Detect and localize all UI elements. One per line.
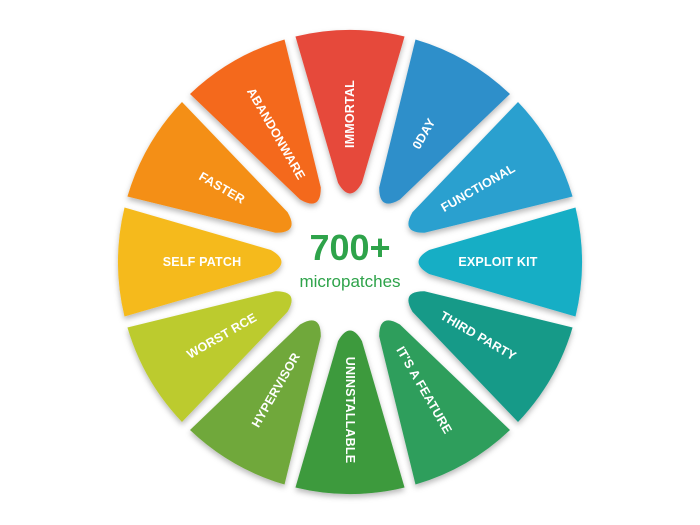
segment-shape — [379, 320, 510, 485]
segment-immortal: IMMORTAL — [295, 30, 405, 194]
segment-shape — [295, 30, 405, 194]
segment-label: UNINSTALLABLE — [343, 357, 357, 464]
segment-label: IMMORTAL — [343, 80, 357, 148]
segment-shape — [408, 102, 573, 233]
segment-self-patch: SELF PATCH — [118, 207, 282, 317]
segment-shape — [408, 291, 573, 422]
segment-shape — [418, 207, 582, 317]
segment-label: EXPLOIT KIT — [458, 255, 537, 269]
segment-shape — [190, 39, 321, 204]
segment-uninstallable: UNINSTALLABLE — [295, 330, 405, 494]
segment-shape — [127, 291, 292, 422]
segment-exploit-kit: EXPLOIT KIT — [418, 207, 582, 317]
segment-shape — [118, 207, 282, 317]
segment-shape — [190, 320, 321, 485]
segment-shape — [379, 39, 510, 204]
segment-worst-rce: WORST RCE — [127, 291, 292, 422]
center-caption: micropatches — [299, 272, 401, 291]
segment-shape — [127, 102, 292, 233]
center-value: 700+ — [309, 227, 391, 268]
segment-0day: 0DAY — [379, 39, 510, 204]
segment-faster: FASTER — [127, 102, 292, 233]
segment-shape — [295, 330, 405, 494]
segment-label: SELF PATCH — [163, 255, 242, 269]
